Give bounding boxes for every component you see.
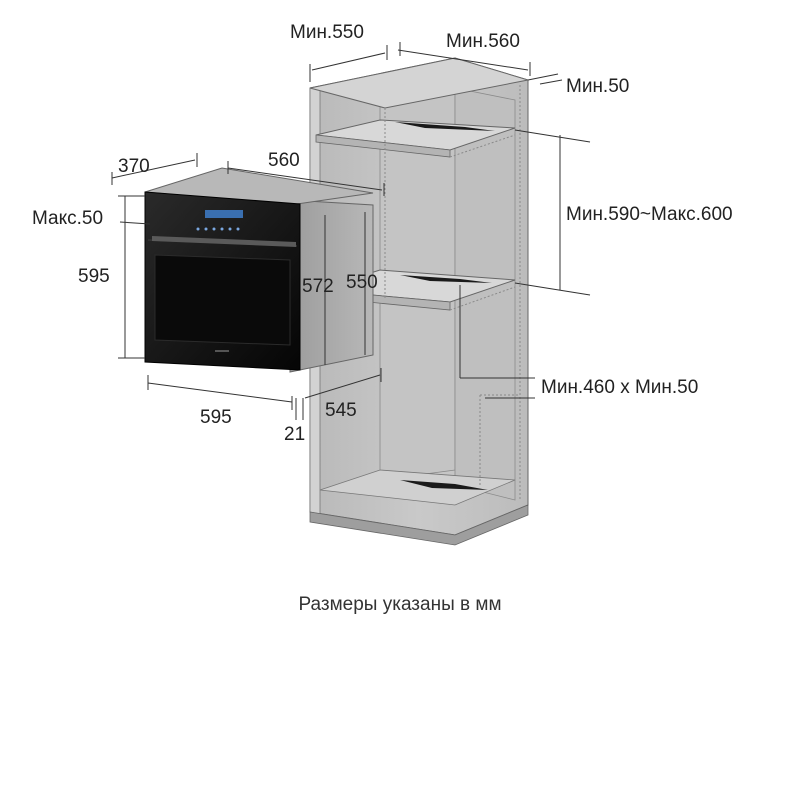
oven [144, 167, 374, 373]
cabinet-base [309, 504, 529, 546]
vent-cutout-bottom [400, 480, 488, 490]
label-cabinet-width: Мин.560 [446, 31, 520, 52]
oven-window [154, 254, 291, 346]
dotted-guides [384, 85, 521, 500]
dimension-labels: Мин.550 Мин.560 Мин.50 Мин.590~Макс.600 … [32, 22, 733, 445]
oven-display [205, 210, 243, 218]
vent-cutout-middle [400, 275, 492, 283]
units-caption: Размеры указаны в мм [298, 594, 502, 615]
label-oven-body-height-2: 550 [346, 272, 378, 293]
oven-handle [152, 236, 296, 247]
label-oven-front-height: 595 [78, 266, 110, 287]
label-vent-opening: Мин.460 x Мин.50 [541, 377, 698, 398]
label-oven-depth: 370 [118, 156, 150, 177]
label-oven-front-width: 595 [200, 407, 232, 428]
label-oven-max-gap: Макс.50 [32, 208, 103, 229]
vent-cutout-top [395, 122, 495, 131]
label-oven-body-height: 572 [302, 276, 334, 297]
label-niche-height: Мин.590~Макс.600 [566, 204, 733, 225]
label-top-gap: Мин.50 [566, 76, 629, 97]
label-oven-body-width: 545 [325, 400, 357, 421]
label-oven-width: 560 [268, 150, 300, 171]
dimension-lines [111, 42, 591, 420]
cabinet-floor [319, 469, 516, 506]
oven-control-icons [196, 227, 240, 231]
label-cabinet-depth: Мин.550 [290, 22, 364, 43]
label-oven-panel: 21 [284, 424, 305, 445]
oven-brand-mark [215, 350, 229, 352]
cabinet-right-wall [454, 87, 516, 501]
